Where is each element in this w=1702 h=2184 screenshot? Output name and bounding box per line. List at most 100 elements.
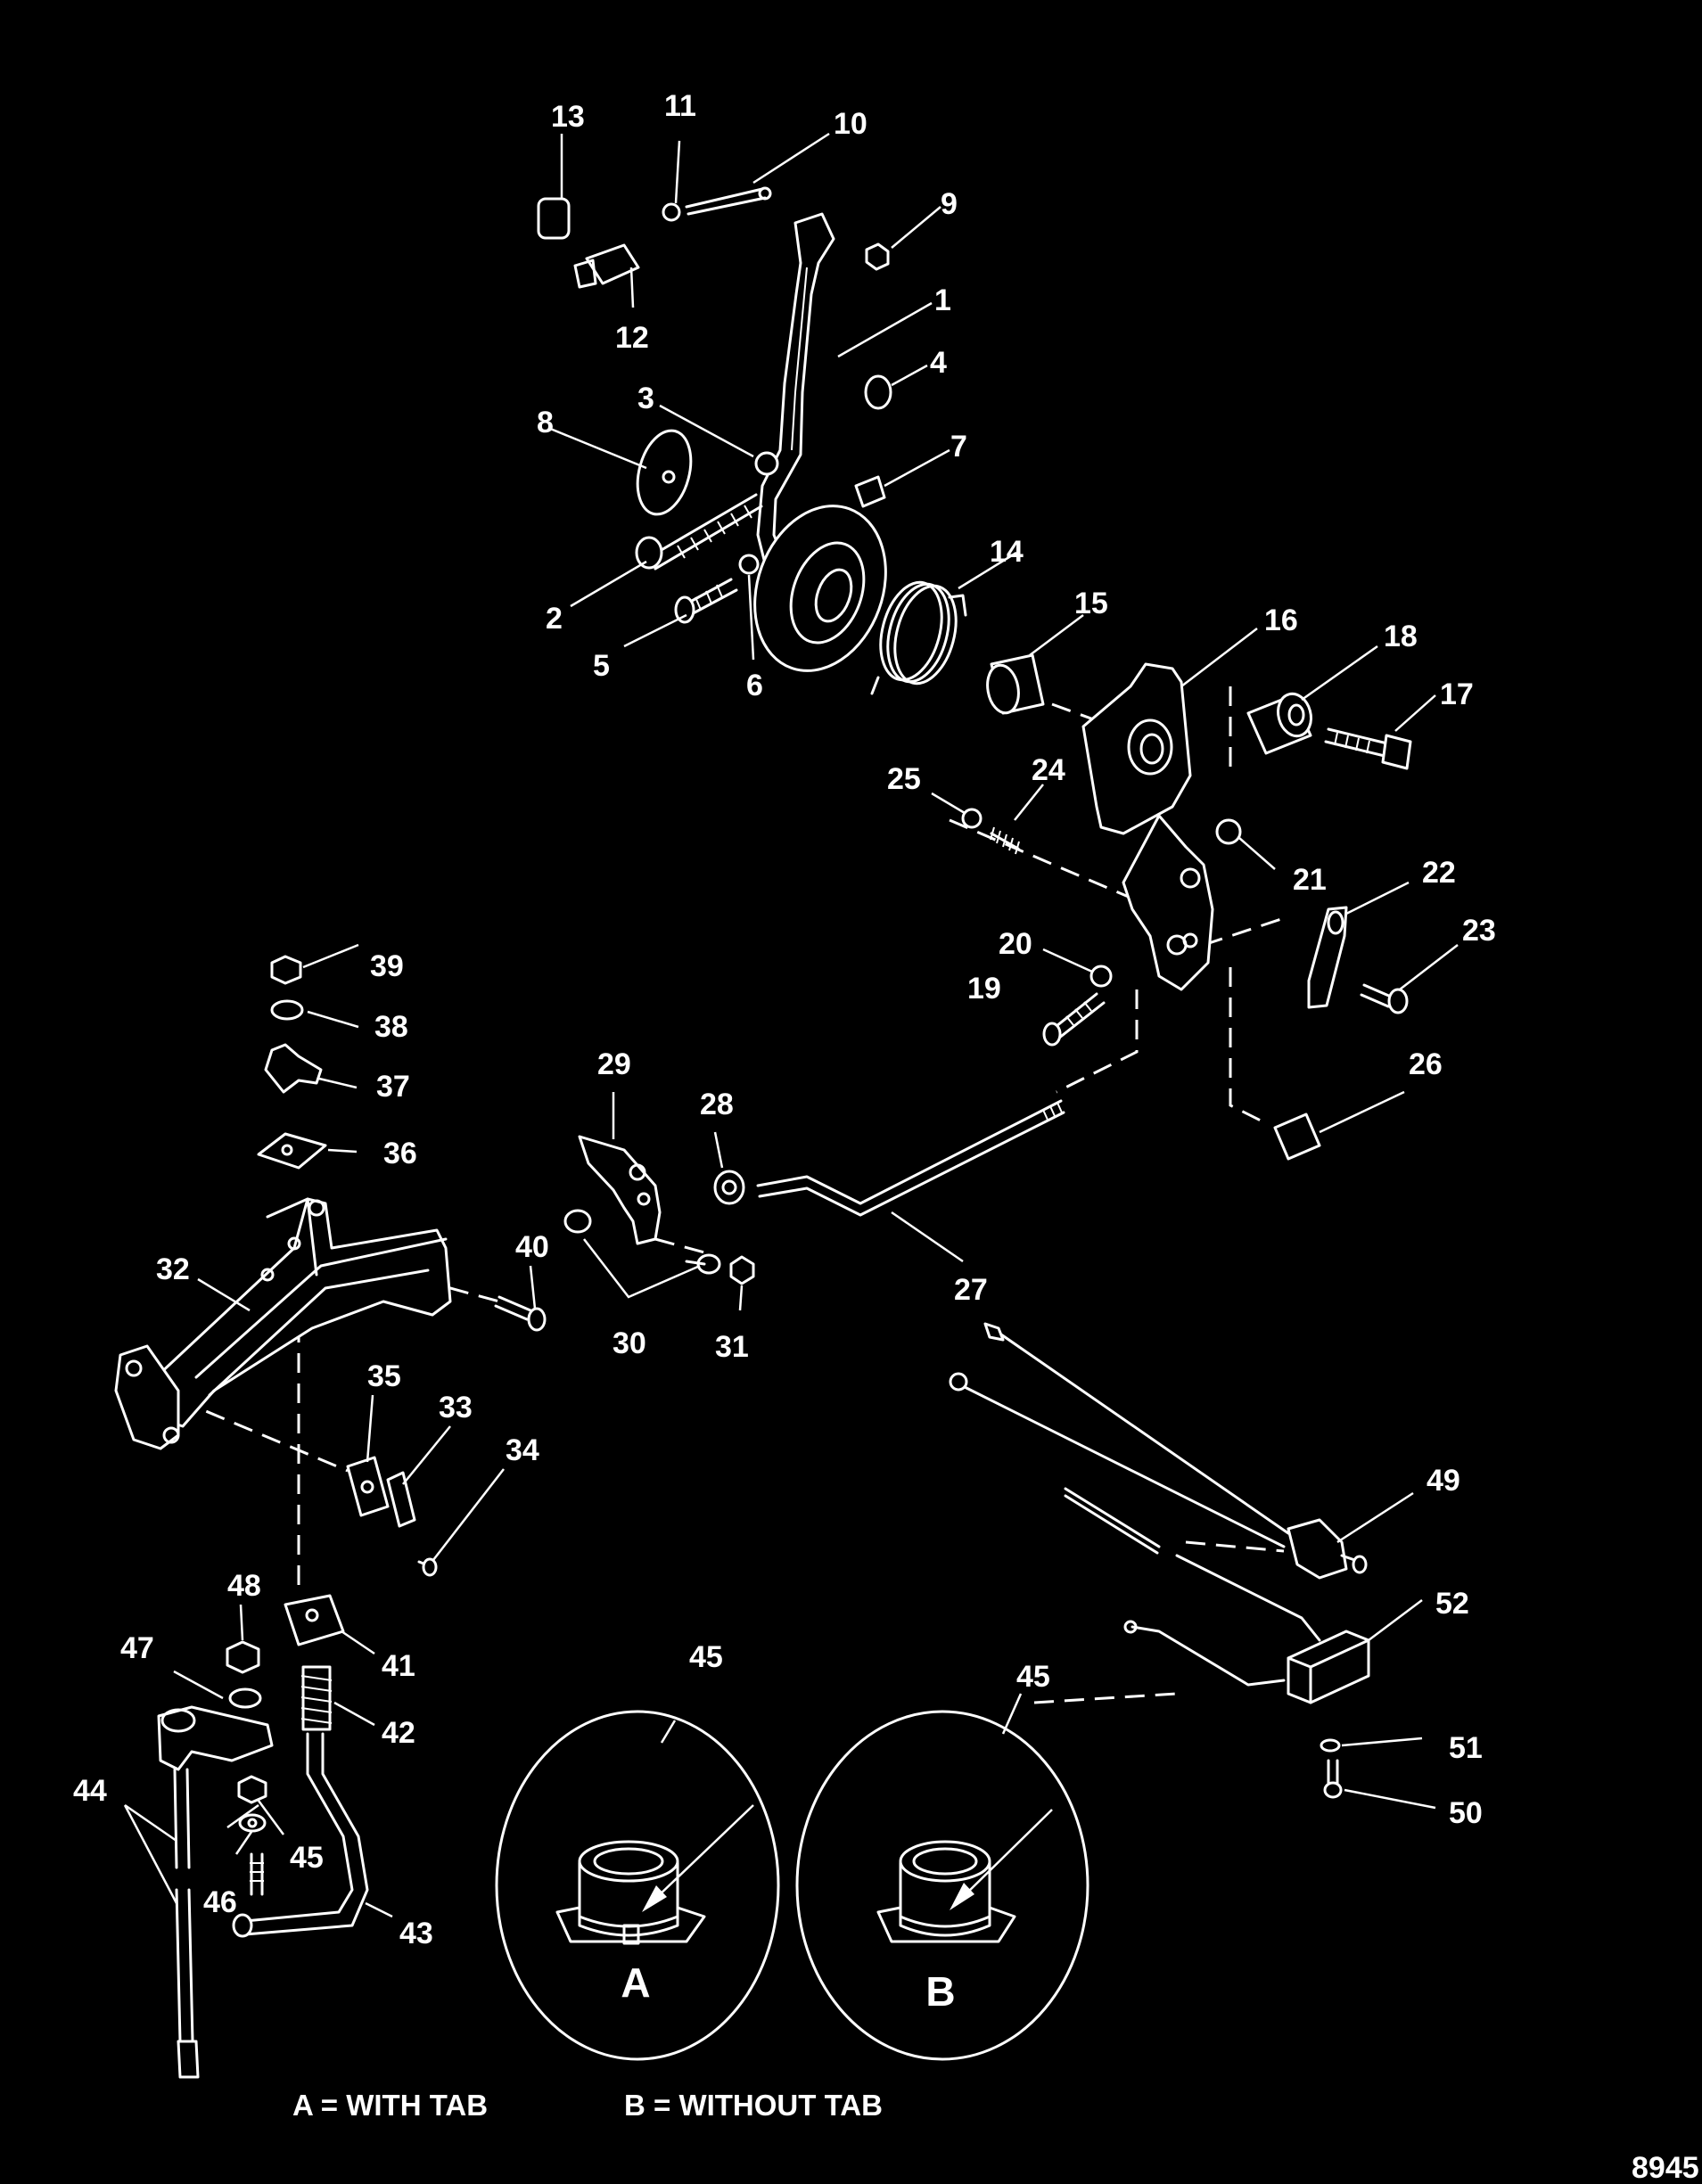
- callout-45-detail-b: 45: [1016, 1660, 1050, 1694]
- callout-37: 37: [376, 1070, 410, 1104]
- detail-a-circle: [495, 1710, 780, 2061]
- part-7-sleeve: [854, 475, 886, 508]
- throttle-lever: [157, 1705, 274, 1771]
- callout-labels: 1 2 3 4 5 6 7 8 9 10 11 12 13 14 15 16 1…: [73, 89, 1496, 1950]
- control-lever-assembly: [537, 186, 1045, 715]
- part-22-link: [1307, 906, 1348, 1009]
- callout-18: 18: [1384, 620, 1418, 653]
- part-18-bushing: [1246, 692, 1312, 755]
- callout-52: 52: [1435, 1587, 1469, 1621]
- callout-40: 40: [515, 1230, 549, 1264]
- callout-43: 43: [399, 1917, 433, 1950]
- part-42-spring: [300, 1665, 333, 1731]
- part-29-cam: [578, 1135, 662, 1245]
- shift-arm: [1122, 814, 1214, 991]
- callout-19: 19: [967, 972, 1001, 1006]
- callout-23: 23: [1462, 914, 1496, 948]
- callout-41: 41: [382, 1649, 415, 1683]
- part-17-bolt: [1324, 727, 1412, 770]
- part-52-block: [1287, 1630, 1370, 1704]
- part-12-pin: [585, 243, 640, 285]
- part-26-cap: [1273, 1113, 1321, 1161]
- callout-51: 51: [1449, 1731, 1483, 1765]
- part-49-cable-a: [997, 1331, 1290, 1535]
- part-39-nut: [270, 955, 302, 985]
- part-28-bushing: [713, 1170, 745, 1205]
- callout-22: 22: [1422, 856, 1456, 890]
- callout-10: 10: [834, 107, 867, 141]
- callout-9: 9: [941, 187, 958, 221]
- part-11-ring: [662, 202, 681, 222]
- callout-47: 47: [120, 1631, 154, 1665]
- callout-39: 39: [370, 949, 404, 983]
- part-45-nut: [237, 1775, 267, 1804]
- callout-3: 3: [637, 382, 654, 415]
- leader-lines: [123, 132, 1459, 1918]
- part-33-plate: [386, 1471, 416, 1528]
- callout-8: 8: [537, 406, 554, 439]
- part-44-rod: [173, 1768, 200, 2079]
- part-16-plate: [1081, 662, 1192, 835]
- part-13-block: [537, 197, 571, 240]
- part-14-spring: [870, 580, 967, 695]
- callout-7: 7: [950, 430, 967, 464]
- part-47-washer: [228, 1687, 262, 1709]
- callout-15: 15: [1074, 587, 1108, 620]
- bracket-end-block: [114, 1344, 180, 1450]
- callout-44: 44: [73, 1774, 107, 1808]
- callout-33: 33: [439, 1391, 473, 1425]
- bracket-assembly: [114, 955, 547, 1646]
- detail-a-tab: [622, 1924, 640, 1945]
- detail-a: A: [495, 1710, 780, 2061]
- detail-b-circle: [795, 1710, 1089, 2061]
- part-34-screw: [417, 1557, 438, 1577]
- callout-27: 27: [954, 1273, 988, 1307]
- linkage-assembly: [563, 1099, 1065, 1285]
- legend-with-tab: A = WITH TAB: [292, 2089, 488, 2122]
- part-31-nut: [729, 1255, 755, 1285]
- lower-linkage: [157, 1640, 369, 2079]
- part-30-nut: [563, 1209, 592, 1234]
- cable-assembly: [949, 1322, 1370, 1799]
- shift-plate-assembly: [961, 662, 1412, 1161]
- part-52-lead-a: [1064, 1487, 1161, 1548]
- callout-45: 45: [290, 1841, 324, 1875]
- callout-46: 46: [203, 1885, 237, 1919]
- callout-36: 36: [383, 1137, 417, 1170]
- part-20-washer: [1089, 965, 1113, 988]
- part-46-washer: [238, 1813, 267, 1833]
- part-23-screw: [1360, 983, 1409, 1014]
- callout-12: 12: [615, 321, 649, 355]
- callout-5: 5: [593, 649, 610, 683]
- part-49-switch: [1287, 1518, 1348, 1580]
- callout-24: 24: [1032, 753, 1065, 787]
- callout-34: 34: [506, 1433, 539, 1467]
- callout-49: 49: [1427, 1464, 1460, 1498]
- callout-20: 20: [999, 927, 1032, 961]
- callout-42: 42: [382, 1716, 415, 1750]
- part-46-screw: [250, 1852, 264, 1896]
- part-15-bushing: [986, 653, 1045, 715]
- callout-48: 48: [227, 1569, 261, 1603]
- part-19-screw: [1042, 992, 1106, 1047]
- callout-13: 13: [551, 100, 585, 134]
- part-21-nut: [1215, 818, 1242, 845]
- callout-17: 17: [1440, 677, 1474, 711]
- part-25-nut: [961, 808, 983, 829]
- callout-2: 2: [546, 602, 563, 636]
- callout-31: 31: [715, 1330, 749, 1364]
- part-43-rod: [243, 1732, 369, 1936]
- detail-a-letter: A: [621, 1959, 650, 2006]
- part-49-cable-b: [963, 1385, 1286, 1548]
- part-48-nut: [226, 1640, 260, 1674]
- callout-6: 6: [746, 669, 763, 702]
- part-38-washer: [270, 999, 304, 1021]
- callout-4: 4: [930, 346, 947, 380]
- callout-14: 14: [990, 535, 1024, 569]
- callout-11: 11: [664, 89, 696, 123]
- part-27-rod: [756, 1099, 1065, 1217]
- callout-29: 29: [597, 1047, 631, 1081]
- callout-38: 38: [374, 1010, 408, 1044]
- part-40-screw: [494, 1295, 547, 1332]
